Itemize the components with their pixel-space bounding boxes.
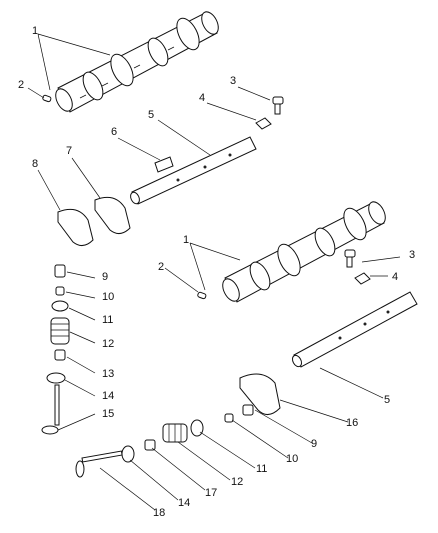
callout-2-lower: 2 <box>158 261 164 273</box>
callout-12-lower: 12 <box>231 476 243 488</box>
valve-15 <box>41 384 60 435</box>
washer-14 <box>46 372 66 384</box>
lower-camshaft <box>222 201 386 303</box>
callout-2-upper: 2 <box>18 79 24 91</box>
callout-17: 17 <box>205 487 217 499</box>
lash-adjuster-9 <box>54 264 66 278</box>
callout-4-upper: 4 <box>199 92 205 104</box>
rocker-arm-8 <box>57 208 94 246</box>
retainer-clip <box>154 156 174 173</box>
upper-camshaft <box>55 11 219 113</box>
callout-7: 7 <box>66 145 72 157</box>
callout-12-left: 12 <box>102 338 114 350</box>
rocker-arm-7 <box>94 196 131 234</box>
callout-16: 16 <box>346 417 358 429</box>
callout-8: 8 <box>32 158 38 170</box>
seal-17 <box>144 439 156 451</box>
callout-labels: 1 2 3 4 5 6 7 8 1 2 3 4 9 10 11 12 13 14… <box>18 25 415 519</box>
washer-14b <box>121 445 135 463</box>
upper-dowel-pin <box>42 94 52 103</box>
pivot-10b <box>224 413 234 423</box>
valve-spring-12b <box>162 423 188 443</box>
rocker-arm-16 <box>239 373 281 415</box>
upper-cam-washer <box>255 117 272 130</box>
callout-3-lower: 3 <box>409 249 415 261</box>
callout-15: 15 <box>102 408 114 420</box>
callout-6: 6 <box>111 126 117 138</box>
callout-9-lower: 9 <box>311 438 317 450</box>
callout-4-lower: 4 <box>392 271 398 283</box>
retainer-11 <box>51 300 69 312</box>
lower-cam-bolt <box>344 249 356 268</box>
callout-9-left: 9 <box>102 271 108 283</box>
lower-rocker-shaft <box>291 291 418 368</box>
callout-10-left: 10 <box>102 291 114 303</box>
callout-1-lower: 1 <box>183 234 189 246</box>
lower-dowel-pin <box>197 291 207 300</box>
callout-14-left: 14 <box>102 390 114 402</box>
callout-3-upper: 3 <box>230 75 236 87</box>
callout-11-lower: 11 <box>256 463 267 475</box>
leader-lines <box>27 33 401 511</box>
valve-spring-12 <box>50 317 70 345</box>
valve-18 <box>75 450 123 478</box>
upper-rocker-shaft <box>130 136 257 205</box>
callout-18: 18 <box>153 507 165 519</box>
callout-13: 13 <box>102 368 114 380</box>
retainer-11b <box>190 419 204 437</box>
callout-10-lower: 10 <box>286 453 298 465</box>
callout-5-lower: 5 <box>384 394 390 406</box>
seal-13 <box>54 349 66 361</box>
callout-14-lower: 14 <box>178 497 190 509</box>
callout-1-upper: 1 <box>32 25 38 37</box>
callout-11-left: 11 <box>102 314 113 326</box>
callout-5-upper: 5 <box>148 109 154 121</box>
lash-adjuster-9b <box>242 404 254 416</box>
pivot-10 <box>55 286 65 296</box>
lower-cam-washer <box>354 272 371 285</box>
upper-cam-bolt <box>272 96 284 115</box>
